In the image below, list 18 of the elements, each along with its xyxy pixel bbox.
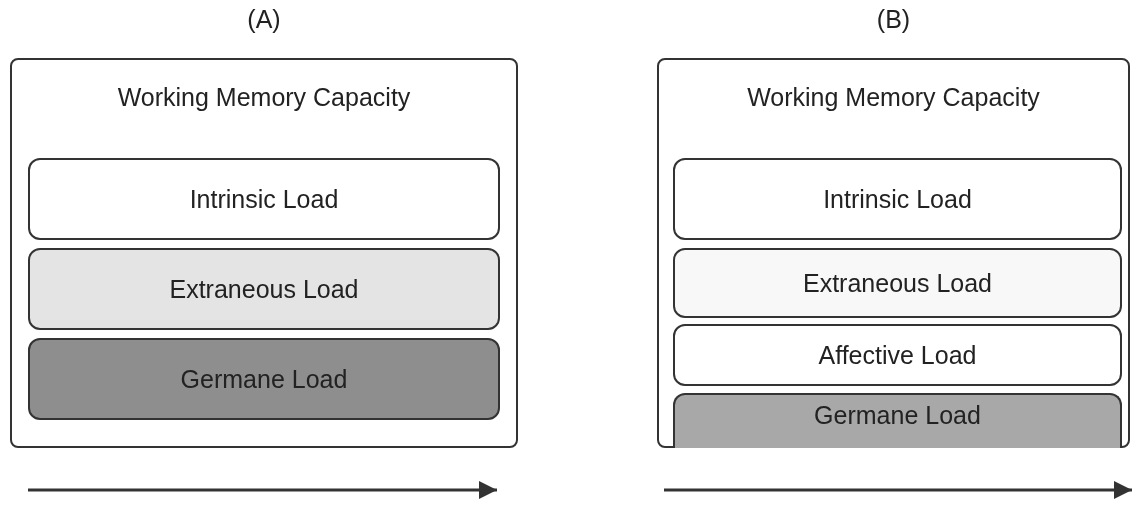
load-label: Extraneous Load (803, 268, 992, 298)
load-box (673, 393, 1122, 448)
load-label: Intrinsic Load (189, 184, 339, 214)
panel-title: Working Memory Capacity (116, 83, 412, 112)
panel-title: Working Memory Capacity (746, 83, 1041, 112)
load-label: Germane Load (814, 401, 981, 430)
load-label: Intrinsic Load (823, 184, 972, 214)
panel-label: (A) (246, 5, 282, 34)
panel-label: (B) (875, 5, 912, 34)
load-box (673, 324, 1122, 386)
load-label: Affective Load (818, 340, 977, 370)
load-box (28, 248, 500, 330)
load-label: Germane Load (180, 364, 348, 394)
load-box (28, 338, 500, 420)
load-box (28, 158, 500, 240)
load-label: Extraneous Load (169, 274, 359, 304)
load-box (673, 248, 1122, 318)
load-box (673, 158, 1122, 240)
